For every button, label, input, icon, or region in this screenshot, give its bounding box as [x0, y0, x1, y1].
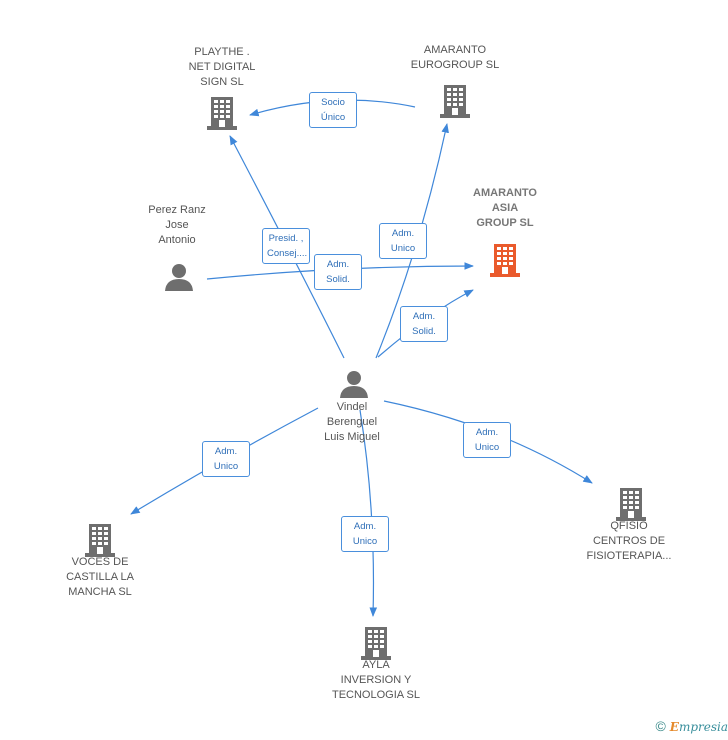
person-icon[interactable]	[339, 369, 369, 404]
building-icon[interactable]	[207, 96, 237, 135]
edge-label-vindel-to-voces[interactable]: Adm. Unico	[202, 441, 250, 477]
building-icon[interactable]	[361, 626, 391, 665]
building-icon[interactable]	[490, 243, 520, 282]
edge-label-vindel-to-amaranto_eurogroup[interactable]: Adm. Unico	[379, 223, 427, 259]
person-icon[interactable]	[164, 262, 194, 297]
edge-label-amaranto_eurogroup-to-playthe[interactable]: Socio Único	[309, 92, 357, 128]
brand-name: mpresia	[678, 720, 728, 734]
building-icon[interactable]	[616, 487, 646, 526]
node-label-amaranto_eurogroup[interactable]: AMARANTO EUROGROUP SL	[410, 44, 500, 71]
node-label-ayla[interactable]: AYLA INVERSION Y TECNOLOGIA SL	[331, 659, 421, 701]
edge-label-vindel-to-ayla[interactable]: Adm. Unico	[341, 516, 389, 552]
footer-brand[interactable]: ©Empresia	[655, 718, 728, 734]
brand-first-letter: E	[669, 720, 679, 734]
building-icon[interactable]	[440, 84, 470, 123]
copyright-symbol: ©	[655, 718, 666, 734]
node-label-vindel[interactable]: Vindel Berenguel Luis Miguel	[324, 401, 380, 443]
edge-label-perez_ranz-to-amaranto_asia[interactable]: Adm. Solid.	[314, 254, 362, 290]
edge-label-vindel-to-qfisio[interactable]: Adm. Unico	[463, 422, 511, 458]
edge-label-vindel-to-playthe[interactable]: Presid. , Consej....	[262, 228, 310, 264]
node-label-playthe[interactable]: PLAYTHE . NET DIGITAL SIGN SL	[188, 46, 256, 88]
node-label-voces[interactable]: VOCES DE CASTILLA LA MANCHA SL	[66, 556, 134, 598]
node-label-qfisio[interactable]: QFISIO CENTROS DE FISIOTERAPIA...	[586, 520, 672, 562]
building-icon[interactable]	[85, 523, 115, 562]
edge-label-vindel-to-amaranto_asia[interactable]: Adm. Solid.	[400, 306, 448, 342]
node-label-perez_ranz[interactable]: Perez Ranz Jose Antonio	[148, 204, 206, 246]
edge-vindel-to-ayla	[359, 409, 378, 617]
node-label-amaranto_asia[interactable]: AMARANTO ASIA GROUP SL	[473, 187, 537, 229]
